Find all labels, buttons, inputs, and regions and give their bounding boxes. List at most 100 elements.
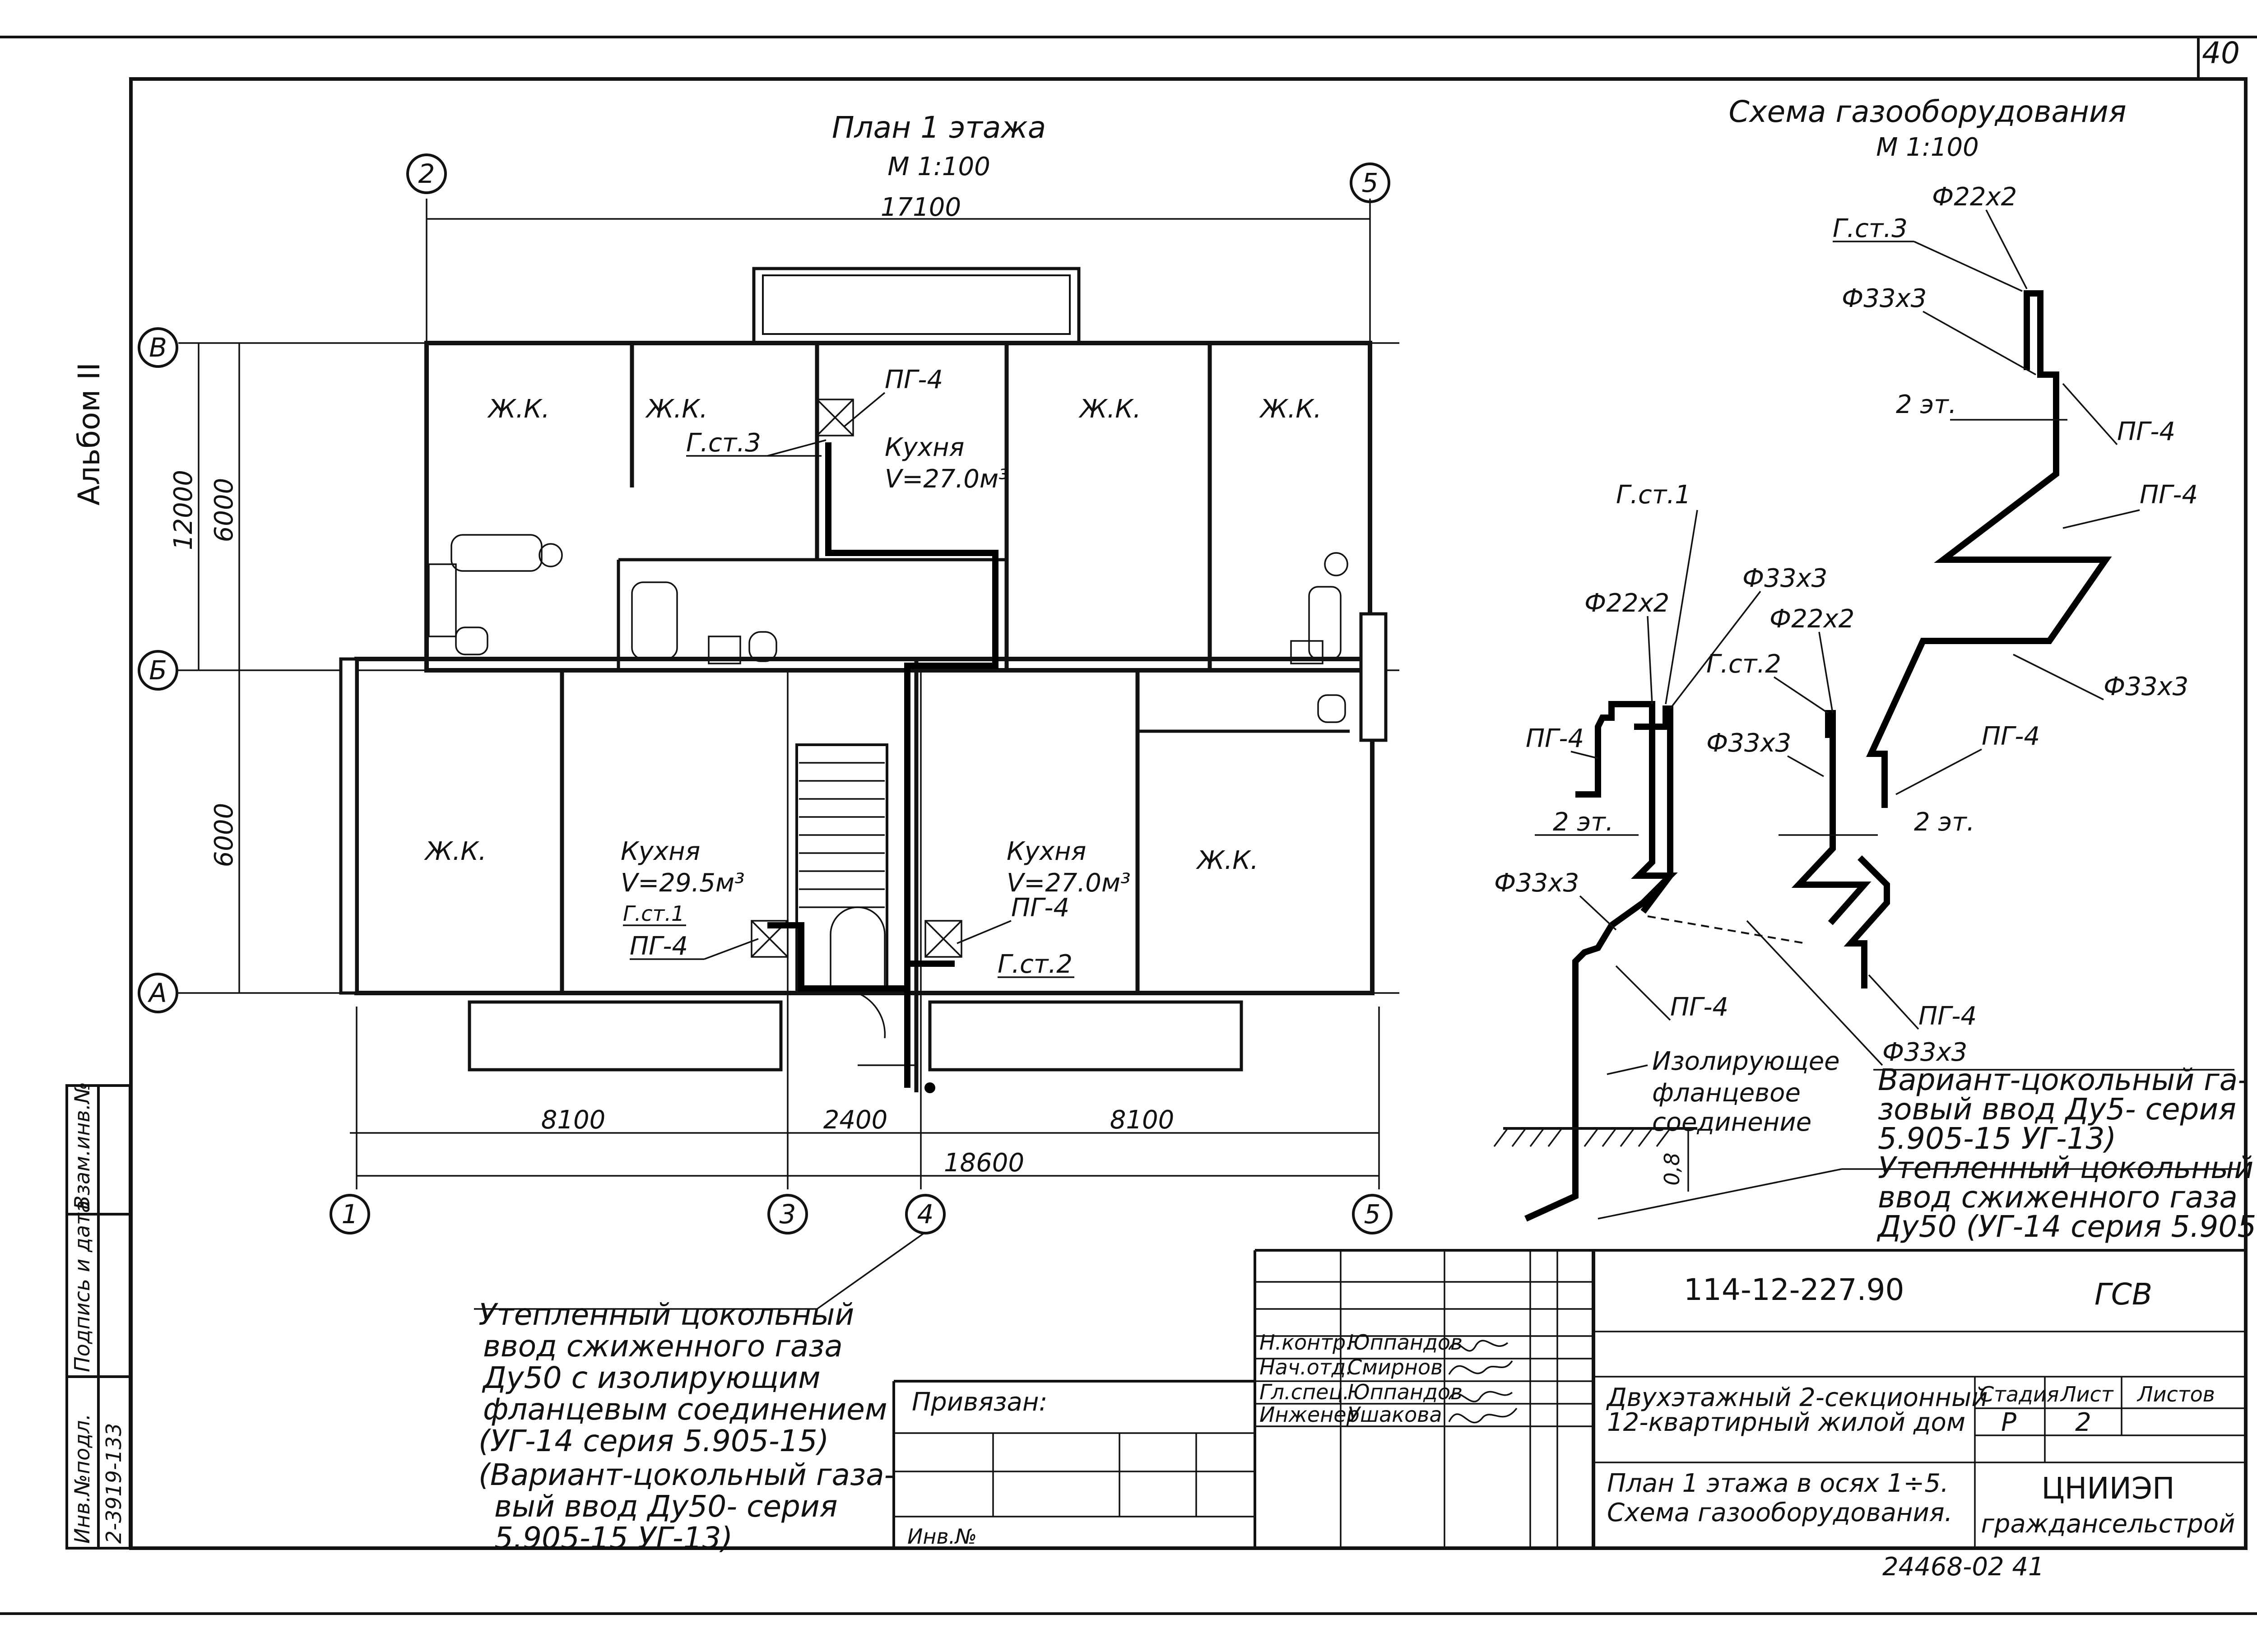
note-line-7: вый ввод Ду50- серия (494, 1489, 837, 1524)
sheet-title-1: План 1 этажа в осях 1÷5. (1607, 1469, 1949, 1498)
label-d33-mid: Ф33х3 (2104, 672, 2188, 701)
stove-kitchen-right (924, 920, 962, 958)
role-1: Н.контр. (1259, 1330, 1352, 1355)
plan-title: План 1 этажа (832, 110, 1046, 145)
kitchen-right-name: Кухня (1007, 837, 1086, 866)
note-line-1: Утепленный цокольный (478, 1297, 854, 1332)
dim-bottom-right: 8100 (1110, 1105, 1175, 1135)
note-line-6: (Вариант-цокольный газа- (478, 1457, 895, 1492)
label-gst3: Г.ст.3 (1833, 214, 1908, 243)
inv-no-label: Инв.№ (907, 1524, 977, 1549)
axis-1: 1 (342, 1199, 358, 1230)
sheet-frame: 40 (0, 36, 2257, 1615)
hdr-sheet: Лист (2060, 1382, 2114, 1406)
side-stamp: Инв.№подл. Подпись и дата Взам.инв.№ 2-3… (65, 362, 131, 1550)
stamp-sign-date: Подпись и дата (70, 1200, 94, 1372)
axis-bubbles: 2 5 В Б А 1 3 4 5 (138, 153, 1393, 1234)
title-block: Привязан: Инв.№ 114-12-227.90 ГСВ Н.конт… (892, 1249, 2246, 1582)
dim-bottom-left: 8100 (541, 1105, 606, 1135)
sheet-number: 40 (2202, 36, 2240, 70)
label-pg4-b: ПГ-4 (2140, 480, 2198, 510)
variant-line-5: ввод сжиженного газа (1878, 1180, 2238, 1215)
scheme-labels: Ф22х2 Г.ст.3 Ф33х3 ПГ-4 ПГ-4 Ф33х3 ПГ-4 … (1494, 182, 2198, 1137)
room-living-4: Ж.К. (1259, 394, 1322, 424)
archive-code: 24468-02 41 (1882, 1552, 2044, 1582)
signatures (1448, 1340, 1518, 1424)
plan-callouts: ПГ-4 Г.ст.3 Г.ст.1 ПГ-4 ПГ-4 Г.ст.2 (623, 365, 1074, 979)
stove-kitchen-upper (816, 399, 854, 436)
label-pg4-d: ПГ-4 (1526, 724, 1584, 753)
scheme-floor-upper: 2 эт. (1896, 390, 1957, 419)
org-name-1: ЦНИИЭП (2041, 1471, 2174, 1506)
callout-gst1: Г.ст.1 (623, 901, 684, 926)
room-living-5: Ж.К. (424, 837, 487, 866)
dim-left-overall: 12000 (169, 470, 198, 550)
label-gst1: Г.ст.1 (1616, 480, 1691, 510)
dimensions: 17100 12000 6000 6000 8100 2400 8100 186… (169, 193, 1379, 1178)
label-d22-top: Ф22х2 (1932, 182, 2017, 212)
label-pg4-c: ПГ-4 (1982, 722, 2040, 751)
axis-3: 3 (780, 1199, 796, 1230)
scheme-scale: М 1:100 (1876, 133, 1979, 162)
stamp-inv-number: 2-3919-133 (102, 1423, 126, 1544)
axis-5-top: 5 (1362, 167, 1379, 198)
label-pg4-a: ПГ-4 (2117, 417, 2175, 446)
dim-bottom-middle: 2400 (823, 1105, 888, 1135)
name-3: Юппандов (1347, 1380, 1463, 1404)
label-d33-c: Ф33х3 (1494, 868, 1579, 898)
label-pg4-e: ПГ-4 (1670, 993, 1728, 1022)
note-line-8: 5.905-15 УГ-13) (494, 1521, 733, 1555)
variant-line-6: Ду50 (УГ-14 серия 5.905-15) (1876, 1209, 2257, 1244)
dim-left-upper: 6000 (209, 478, 239, 543)
kitchen-upper-name: Кухня (885, 433, 964, 462)
scheme-variant-note: Вариант-цокольный га- зовый ввод Ду5- се… (1873, 1063, 2257, 1244)
org-name-2: граждансельстрой (1981, 1509, 2235, 1539)
gas-inlet-point (924, 1082, 935, 1093)
album-label: Альбом II (72, 362, 107, 506)
tied-label: Привязан: (912, 1387, 1047, 1417)
scheme-floor-left: 2 эт. (1553, 807, 1614, 837)
note-line-2: ввод сжиженного газа (483, 1329, 843, 1364)
label-d33-bottom: Ф33х3 (1882, 1038, 1967, 1067)
axis-4: 4 (917, 1199, 934, 1230)
hdr-stage: Стадия (1979, 1382, 2059, 1406)
plan-note: Утепленный цокольный ввод сжиженного газ… (474, 1231, 926, 1555)
building-line-2: 12-квартирный жилой дом (1607, 1408, 1965, 1437)
role-2: Нач.отд. (1259, 1355, 1352, 1379)
doc-mark: ГСВ (2094, 1277, 2152, 1312)
room-living-6: Ж.К. (1196, 846, 1259, 875)
label-d33-top: Ф33х3 (1842, 284, 1927, 313)
stamp-replaced: Взам.инв.№ (70, 1082, 94, 1210)
callout-gst3: Г.ст.3 (686, 428, 761, 458)
scheme-title: Схема газооборудования (1728, 94, 2126, 129)
note-line-4: фланцевым соединением (483, 1392, 887, 1427)
plan-gas-pipes (767, 442, 998, 1093)
room-living-1: Ж.К. (487, 394, 550, 424)
label-insulating-3: соединение (1652, 1108, 1811, 1137)
scheme-connection-dash (1647, 915, 1806, 944)
label-pg4-f: ПГ-4 (1918, 1002, 1977, 1031)
name-1: Юппандов (1347, 1330, 1463, 1355)
stamp-inv-orig: Инв.№подл. (70, 1414, 94, 1544)
callout-pg4-left: ПГ-4 (630, 932, 688, 961)
name-4: Ушакова (1347, 1402, 1442, 1427)
sheet-title-2: Схема газооборудования. (1607, 1498, 1952, 1527)
label-d33-a: Ф33х3 (1742, 564, 1827, 593)
axis-A: А (147, 978, 167, 1008)
note-line-3: Ду50 с изолирующим (482, 1360, 821, 1395)
kitchen-left-name: Кухня (621, 837, 700, 866)
ground-line: 0,8 (1493, 1127, 2239, 1220)
label-d22-b: Ф22х2 (1769, 604, 1854, 634)
note-line-5: (УГ-14 серия 5.905-15) (478, 1424, 829, 1458)
kitchen-left-volume: V=29.5м³ (621, 868, 745, 898)
variant-line-1: Вариант-цокольный га- (1878, 1063, 2248, 1097)
hdr-sheets: Листов (2136, 1382, 2215, 1406)
label-insulating-1: Изолирующее (1652, 1047, 1840, 1076)
axis-5-bottom: 5 (1364, 1199, 1381, 1230)
role-4: Инженер (1259, 1402, 1360, 1427)
label-insulating-2: фланцевое (1652, 1078, 1801, 1108)
room-labels: Ж.К. Ж.К. Ж.К. Ж.К. Ж.К. Ж.К. Кухня V=27… (424, 394, 1322, 898)
label-d33-b: Ф33х3 (1706, 729, 1791, 758)
dim-left-lower: 6000 (209, 803, 239, 868)
